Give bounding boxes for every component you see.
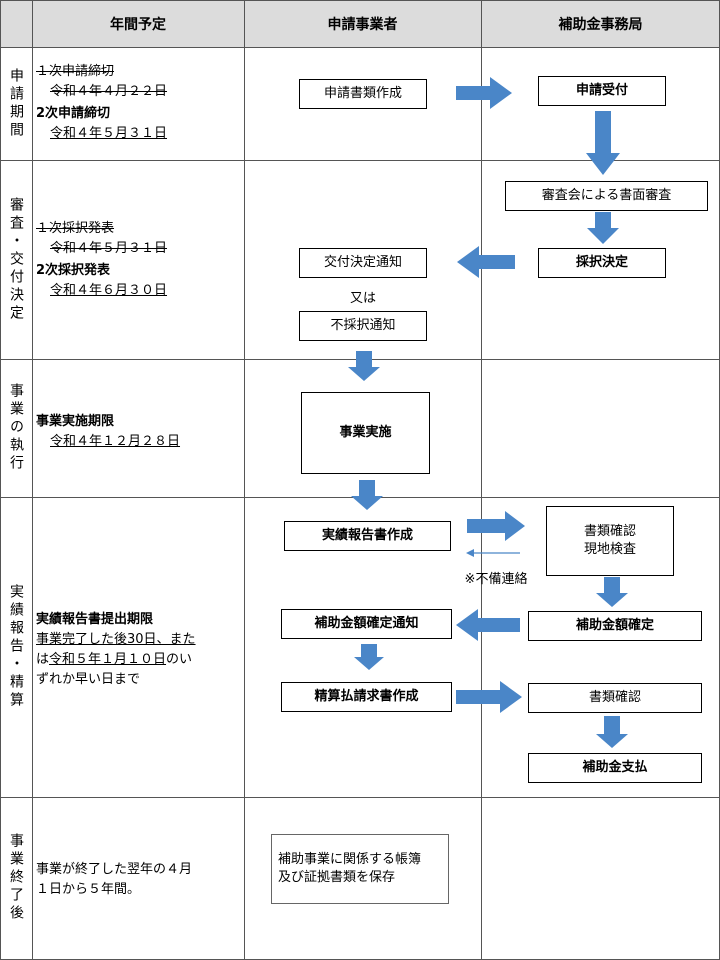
second-application-deadline: 2次申請締切 bbox=[36, 106, 111, 121]
site-check-line: 現地検査 bbox=[583, 542, 636, 557]
second-application-date: 令和４年５月３１日 bbox=[50, 126, 168, 141]
schedule-after: 事業が終了した翌年の４月 １日から５年間。 bbox=[36, 860, 192, 900]
grid-line bbox=[0, 47, 720, 48]
arrow-apply-to-receive bbox=[456, 77, 512, 109]
grid-line bbox=[0, 0, 1, 960]
schedule-execution: 事業実施期限 令和４年１２月２８日 bbox=[36, 412, 180, 452]
execution-deadline-label: 事業実施期限 bbox=[36, 414, 115, 429]
header-office: 補助金事務局 bbox=[481, 0, 720, 47]
execution-deadline-date: 令和４年１２月２８日 bbox=[50, 434, 181, 449]
arrow-amount-to-notice bbox=[456, 609, 520, 641]
phase-execution: 事業の執行 bbox=[8, 383, 24, 473]
reject-notice-box: 不採択通知 bbox=[299, 311, 427, 341]
schedule-report: 実績報告書提出期限 事業完了した後30日、また は令和５年１月１０日のい ずれか… bbox=[36, 610, 196, 690]
grid-line bbox=[0, 797, 720, 798]
report-deadline-line3: ずれか早い日まで bbox=[36, 672, 141, 687]
review-box: 審査会による書面審査 bbox=[505, 181, 708, 211]
create-application-box: 申請書類作成 bbox=[299, 79, 427, 109]
arrow-notice-to-execute bbox=[348, 351, 380, 381]
report-deadline-line1: 事業完了した後30日、また bbox=[36, 632, 196, 647]
header-schedule: 年間予定 bbox=[32, 0, 244, 47]
arrow-settlement-to-doccheck bbox=[456, 681, 522, 713]
report-deadline-label: 実績報告書提出期限 bbox=[36, 612, 154, 627]
second-selection-announce: 2次採択発表 bbox=[36, 263, 111, 278]
keep-documents-box: 補助事業に関係する帳簿 及び証拠書類を保存 bbox=[271, 834, 449, 904]
phase-application: 申請期間 bbox=[8, 67, 24, 140]
amount-fix-box: 補助金額確定 bbox=[528, 611, 702, 641]
first-application-date: 令和４年４月２２日 bbox=[50, 84, 168, 99]
first-selection-announce: １次採択発表 bbox=[36, 221, 115, 236]
keep-documents-line1: 補助事業に関係する帳簿 bbox=[278, 852, 422, 867]
arrow-doccheck-to-payment bbox=[596, 716, 628, 748]
receive-box: 申請受付 bbox=[538, 76, 666, 106]
incomplete-notice-text: ※不備連絡 bbox=[464, 572, 528, 587]
schedule-review: １次採択発表 令和４年５月３１日 2次採択発表 令和４年６月３０日 bbox=[36, 219, 167, 301]
second-selection-date: 令和４年６月３０日 bbox=[50, 283, 168, 298]
grid-line bbox=[32, 0, 33, 960]
payment-box: 補助金支払 bbox=[528, 753, 702, 783]
phase-report: 実績報告・精算 bbox=[8, 584, 24, 710]
arrow-select-to-grant bbox=[457, 246, 515, 278]
schedule-application: １次申請締切 令和４年４月２２日 2次申請締切 令和４年５月３１日 bbox=[36, 62, 167, 144]
first-application-deadline: １次申請締切 bbox=[36, 64, 115, 79]
or-text: 又は bbox=[349, 291, 376, 306]
retention-line1: 事業が終了した翌年の４月 bbox=[36, 862, 193, 877]
select-box: 採択決定 bbox=[538, 248, 666, 278]
first-selection-date: 令和４年５月３１日 bbox=[50, 241, 168, 256]
header-applicant: 申請事業者 bbox=[244, 0, 481, 47]
phase-review: 審査・交付決定 bbox=[8, 196, 24, 323]
grant-notice-box: 交付決定通知 bbox=[299, 248, 427, 278]
doc-site-check-box: 書類確認 現地検査 bbox=[546, 506, 674, 576]
arrow-check-to-amount bbox=[596, 577, 628, 607]
arrow-incomplete-head bbox=[466, 549, 474, 557]
phase-after: 事業終了後 bbox=[8, 833, 24, 923]
grid-line bbox=[0, 0, 720, 1]
arrow-notice-to-settlement bbox=[354, 644, 384, 670]
arrow-receive-to-review bbox=[586, 111, 620, 175]
create-report-box: 実績報告書作成 bbox=[284, 521, 451, 551]
keep-documents-line2: 及び証拠書類を保存 bbox=[278, 870, 396, 885]
arrow-review-to-select bbox=[587, 212, 619, 244]
retention-line2: １日から５年間。 bbox=[36, 882, 141, 897]
report-deadline-line2: は令和５年１月１０日のい bbox=[36, 652, 193, 667]
doc-check-box: 書類確認 bbox=[528, 683, 702, 713]
grid-line bbox=[0, 160, 720, 161]
arrow-report-to-check bbox=[467, 511, 525, 541]
amount-notice-box: 補助金額確定通知 bbox=[281, 609, 452, 639]
grid-line bbox=[481, 0, 482, 960]
header-spacer bbox=[0, 0, 32, 47]
doc-check-line: 書類確認 bbox=[583, 524, 636, 539]
settlement-request-box: 精算払請求書作成 bbox=[281, 682, 452, 712]
execute-box: 事業実施 bbox=[301, 392, 430, 474]
arrow-execute-to-report bbox=[351, 480, 383, 510]
grid-line bbox=[244, 0, 245, 960]
